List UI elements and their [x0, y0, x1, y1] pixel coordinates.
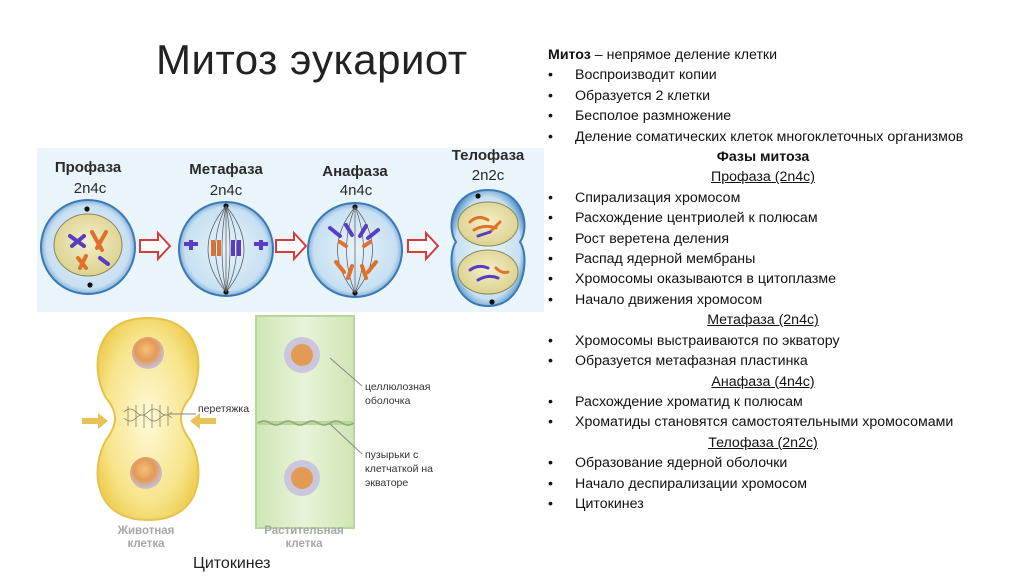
- phase-label-anaphase: Анафаза: [322, 163, 388, 180]
- metaphase-heading: Метафаза (2n4c): [707, 312, 819, 329]
- phase-ploidy-anaphase: 4n4c: [340, 182, 373, 199]
- anaphase-cell: [307, 202, 403, 298]
- vesicles-label-line3: экваторе: [365, 477, 408, 489]
- definition-line: Митоз – непрямое деление клетки: [548, 45, 1018, 65]
- list-item: Воспроизводит копии: [548, 65, 1018, 86]
- list-item: Распад ядерной мембраны: [548, 249, 1018, 270]
- list-item: Спирализация хромосом: [548, 188, 1018, 209]
- metaphase-cell: [178, 201, 274, 297]
- animal-cell-label-line1: Животная: [117, 525, 175, 537]
- plant-cell-label-line2: клетка: [285, 538, 323, 550]
- phase-arrow: [139, 230, 172, 262]
- mitosis-bullets: Воспроизводит копии Образуется 2 клетки …: [548, 65, 1018, 147]
- prophase-heading: Профаза (2n4c): [711, 169, 815, 186]
- phase-label-prophase: Профаза: [55, 159, 122, 176]
- list-item: Хромосомы оказываются в цитоплазме: [548, 269, 1018, 290]
- list-item: Расхождение хроматид к полюсам: [548, 392, 1018, 413]
- phase-ploidy-prophase: 2n4c: [74, 180, 107, 197]
- metaphase-bullets: Хромосомы выстраиваются по экватору Обра…: [548, 331, 1018, 372]
- list-item: Хроматиды становятся самостоятельными хр…: [548, 412, 1018, 433]
- phase-label-telophase: Телофаза: [452, 147, 525, 164]
- list-item: Хромосомы выстраиваются по экватору: [548, 331, 1018, 352]
- vesicles-label-line1: пузырьки с: [365, 449, 418, 461]
- list-item: Деление соматических клеток многоклеточн…: [548, 127, 1018, 148]
- phase-arrow: [407, 230, 440, 262]
- phase-label-metaphase: Метафаза: [189, 161, 263, 178]
- list-item: Образуется 2 клетки: [548, 86, 1018, 107]
- list-item: Бесполое размножение: [548, 106, 1018, 127]
- constriction-label: перетяжка: [198, 403, 249, 415]
- phase-ploidy-metaphase: 2n4c: [210, 182, 243, 199]
- list-item: Начало движения хромосом: [548, 290, 1018, 311]
- telophase-cell: [450, 188, 526, 308]
- slide-title: Митоз эукариот: [156, 36, 468, 83]
- plant-cell-label-line1: Растительная: [264, 525, 343, 537]
- definition-text: – непрямое деление клетки: [590, 47, 778, 63]
- phases-heading: Фазы митоза: [716, 149, 810, 166]
- list-item: Образование ядерной оболочки: [548, 453, 1018, 474]
- list-item: Расхождение центриолей к полюсам: [548, 208, 1018, 229]
- plant-cell-cytokinesis: [255, 315, 355, 529]
- list-item: Образуется метафазная пластинка: [548, 351, 1018, 372]
- vesicles-pointer: [329, 423, 363, 455]
- prophase-cell: [40, 199, 136, 295]
- vesicles-label-line2: клетчаткой на: [365, 463, 433, 475]
- animal-cell-cytokinesis: [82, 316, 216, 522]
- cytokinesis-caption: Цитокинез: [193, 555, 271, 572]
- text-panel: Митоз – непрямое деление клетки Воспроиз…: [548, 45, 1018, 515]
- wall-label-line2: оболочка: [365, 395, 411, 407]
- wall-label-line1: целлюлозная: [365, 381, 430, 393]
- wall-pointer: [329, 357, 363, 387]
- mitosis-figure: Профаза 2n4c Метафаза 2n4c Анафаза 4n4c …: [37, 147, 544, 550]
- animal-cell-label-line2: клетка: [127, 538, 165, 550]
- telophase-bullets: Образование ядерной оболочки Начало десп…: [548, 453, 1018, 515]
- list-item: Цитокинез: [548, 494, 1018, 515]
- prophase-bullets: Спирализация хромосом Расхождение центри…: [548, 188, 1018, 311]
- telophase-heading: Телофаза (2n2c): [708, 434, 818, 451]
- anaphase-bullets: Расхождение хроматид к полюсам Хроматиды…: [548, 392, 1018, 433]
- phase-ploidy-telophase: 2n2c: [472, 167, 505, 184]
- definition-term: Митоз: [548, 47, 591, 63]
- list-item: Начало деспирализации хромосом: [548, 474, 1018, 495]
- anaphase-heading: Анафаза (4n4c): [711, 373, 815, 390]
- phase-arrow: [275, 230, 308, 262]
- list-item: Рост веретена деления: [548, 229, 1018, 250]
